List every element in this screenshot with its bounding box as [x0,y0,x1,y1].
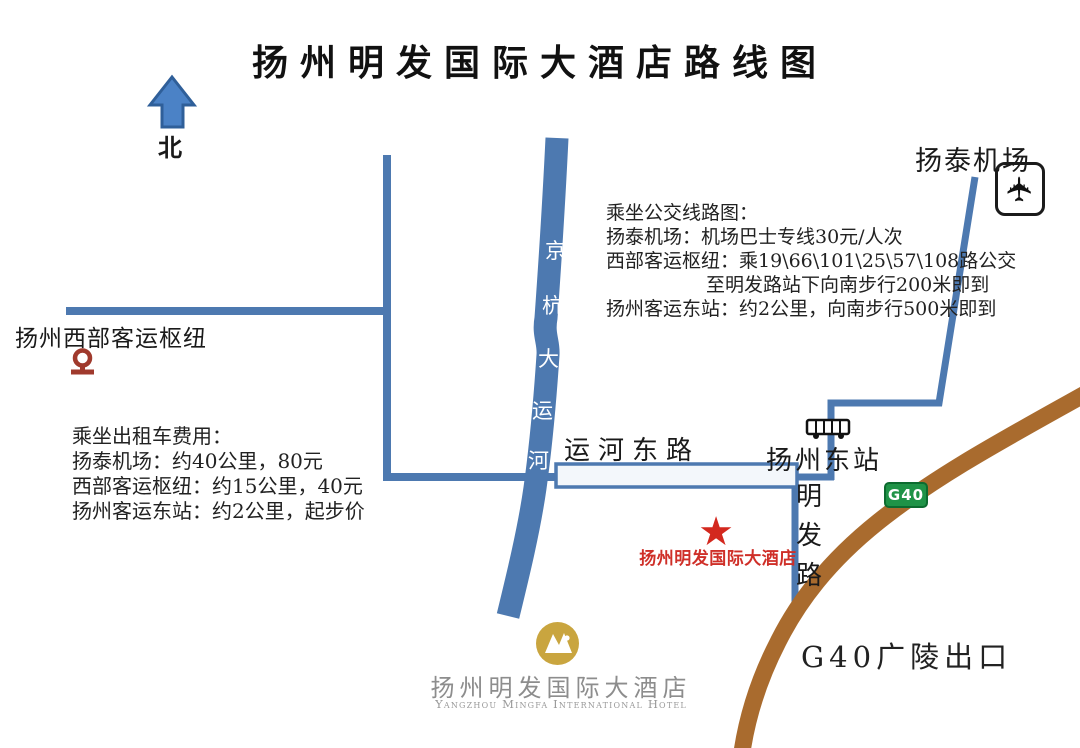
west-hub-label: 扬州西部客运枢纽 [15,326,207,352]
east-station-label: 扬州东站 [766,446,883,476]
yunhe-east-road-label: 运河东路 [564,436,701,466]
logo-name-en: Yangzhou Mingfa International Hotel [435,697,687,711]
grand-canal [496,137,569,619]
north-arrow-icon [146,74,198,129]
bus-info-line: 西部客运枢纽：乘19\66\101\25\57\108路公交 [606,250,1017,272]
canal-label-char: 大 [538,347,559,371]
taxi-info-line: 扬泰机场：约40公里，80元 [72,449,323,473]
bus-info-line: 乘坐公交线路图： [606,202,759,224]
taxi-info-line: 乘坐出租车费用： [72,424,232,448]
taxi-info-line: 扬州客运东站：约2公里，起步价 [72,499,365,523]
mingfa-char: 路 [796,560,823,591]
star-icon: ★ [698,509,734,555]
g40-highway [734,386,1080,748]
bus-info-block: 乘坐公交线路图： 扬泰机场：机场巴士专线30元/人次 西部客运枢纽：乘19\66… [606,201,1016,321]
airport-label: 扬泰机场 [915,146,1031,177]
road-network [66,155,979,611]
airport-road [827,176,979,480]
canal-label-char: 杭 [542,294,563,318]
bus-info-line: 至明发路站下向南步行200米即到 [706,274,990,296]
g40-exit-label: G40广陵出口 [801,640,1013,674]
bus-info-line: 扬泰机场：机场巴士专线30元/人次 [606,226,903,248]
taxi-info-block: 乘坐出租车费用： 扬泰机场：约40公里，80元 西部客运枢纽：约15公里，40元… [72,424,365,524]
railway-logo-icon [71,348,94,375]
mountain-logo-icon [536,622,579,665]
airplane-icon: ✈ [995,162,1045,216]
mingfa-char: 发 [796,521,823,552]
bus-info-line: 扬州客运东站：约2公里，向南步行500米即到 [606,298,997,320]
canal-label-char: 运 [532,399,553,423]
canal-label-char: 京 [545,239,566,263]
taxi-info-line: 西部客运枢纽：约15公里，40元 [72,474,363,498]
bus-icon [805,418,851,439]
canal-label-char: 河 [528,449,549,473]
g40-badge: G40 [884,482,928,508]
logo-name-cn: 扬州明发国际大酒店 [430,674,692,702]
mingfa-char: 明 [796,482,823,512]
yunhe-road-outlined-segment [554,462,799,489]
north-label: 北 [158,133,182,162]
mingfa-road-label: 明 发 路 [796,482,823,591]
hotel-label: 扬州明发国际大酒店 [639,549,797,569]
page-title: 扬州明发国际大酒店路线图 [251,43,828,84]
airplane-glyph: ✈ [1000,174,1040,204]
